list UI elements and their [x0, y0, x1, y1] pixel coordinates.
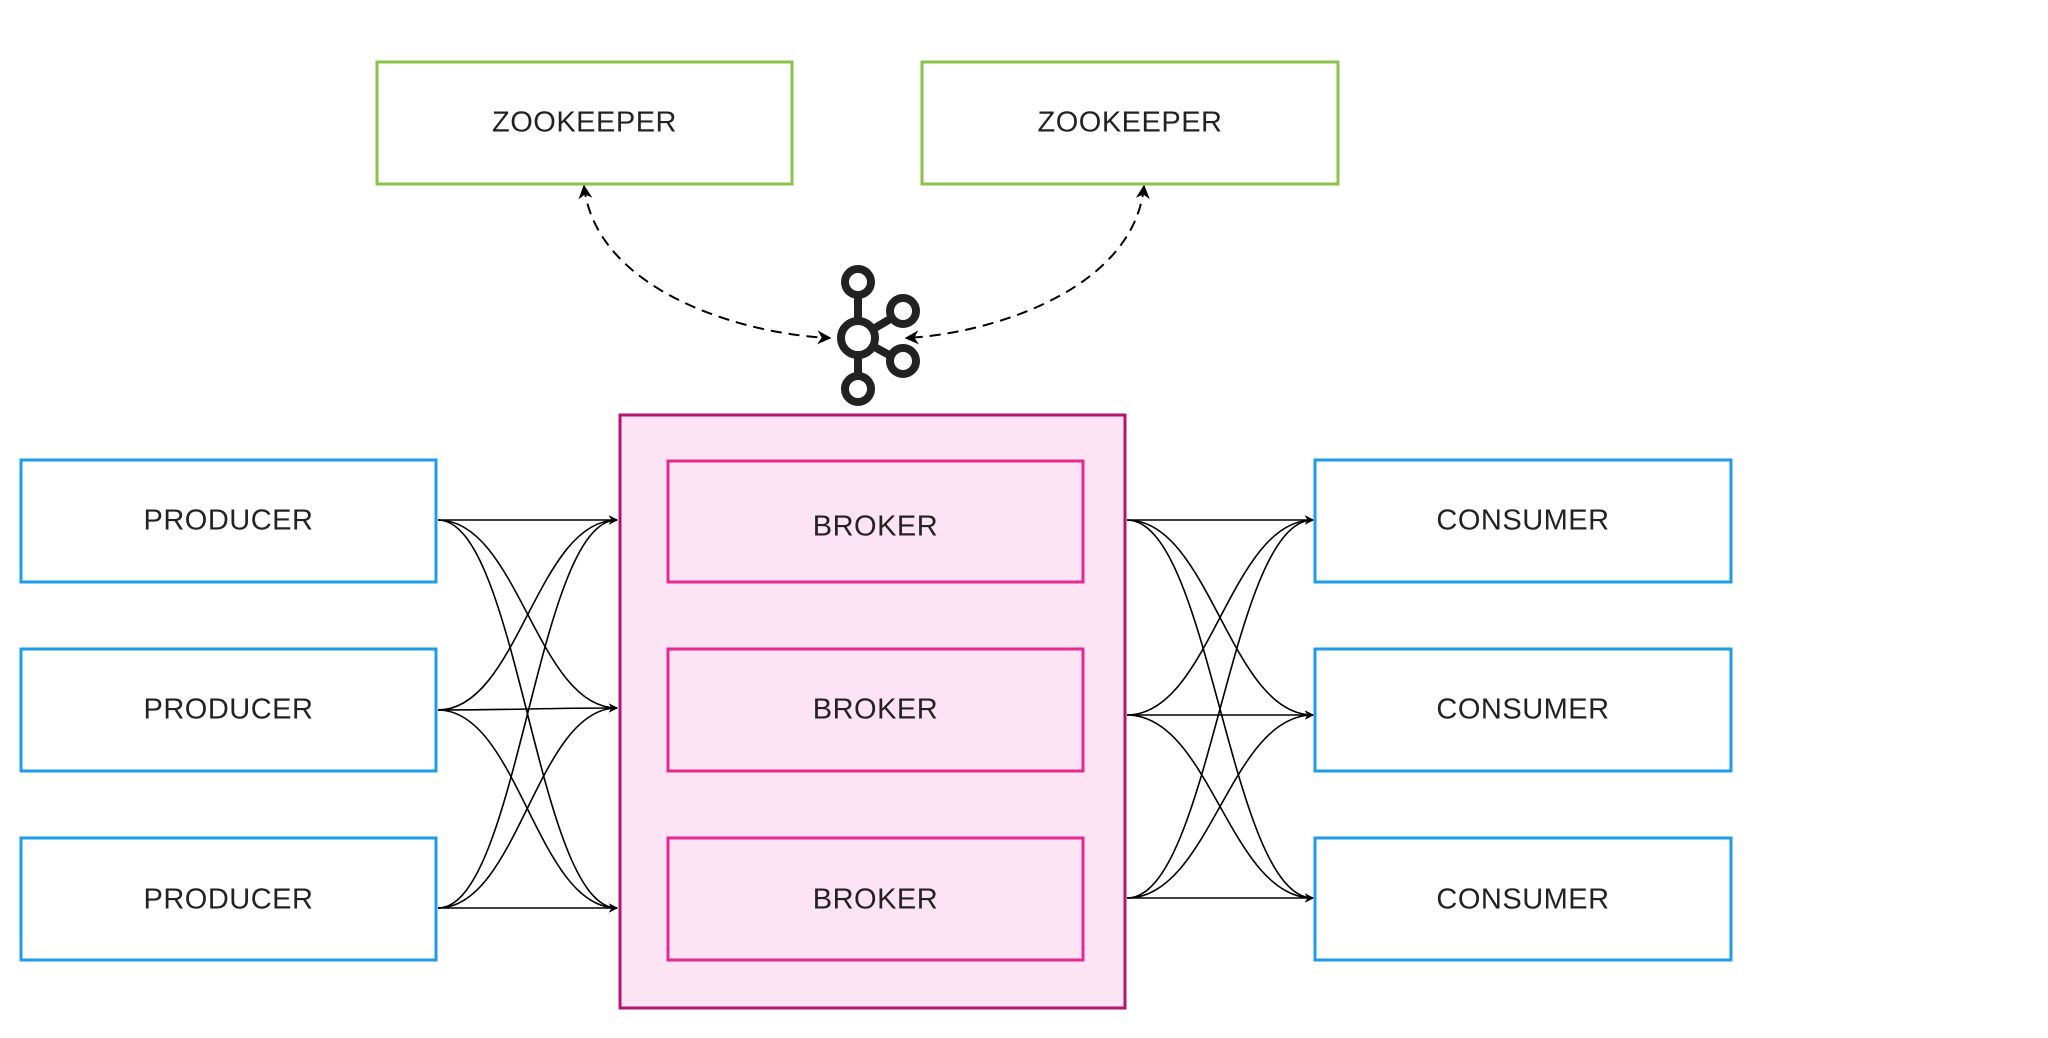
consumer-label: CONSUMER: [1436, 694, 1609, 726]
producer-to-broker-arrow: [437, 703, 618, 713]
broker-node[interactable]: BROKER: [666, 836, 1085, 962]
broker-box: [666, 647, 1085, 773]
broker-label: BROKER: [813, 511, 938, 543]
broker-node[interactable]: BROKER: [666, 459, 1085, 584]
consumer-box: [1313, 836, 1733, 962]
broker-to-consumer-arrow: [1126, 515, 1314, 716]
producer-label: PRODUCER: [144, 884, 314, 916]
broker-to-consumer-arrow: [1126, 710, 1314, 899]
producer-label: PRODUCER: [144, 505, 314, 537]
broker-label: BROKER: [813, 884, 938, 916]
producer-to-broker-arrow: [437, 703, 618, 909]
zookeeper-box: [920, 60, 1340, 186]
broker-box: [666, 459, 1085, 584]
consumer-box: [1313, 647, 1733, 773]
connector-lines: [437, 515, 1314, 913]
producer-node[interactable]: PRODUCER: [19, 647, 438, 773]
kafka-logo-icon: [837, 265, 920, 406]
zookeeper-node[interactable]: ZOOKEEPER: [920, 60, 1340, 186]
broker-to-consumer-arrow: [1126, 515, 1314, 899]
broker-box: [666, 836, 1085, 962]
zookeeper-dashed-link-left: [578, 184, 832, 345]
producer-box: [19, 836, 438, 962]
producer-label: PRODUCER: [144, 694, 314, 726]
zookeeper-label: ZOOKEEPER: [1038, 107, 1223, 139]
producer-node[interactable]: PRODUCER: [19, 836, 438, 962]
producer-node[interactable]: PRODUCER: [19, 458, 438, 584]
zookeeper-label: ZOOKEEPER: [492, 107, 677, 139]
consumer-label: CONSUMER: [1436, 884, 1609, 916]
consumer-node[interactable]: CONSUMER: [1313, 458, 1733, 584]
consumer-node[interactable]: CONSUMER: [1313, 647, 1733, 773]
producer-box: [19, 458, 438, 584]
zookeeper-dashed-link-right: [904, 184, 1150, 345]
producer-to-broker-arrow: [437, 515, 618, 909]
broker-label: BROKER: [813, 694, 938, 726]
consumer-node[interactable]: CONSUMER: [1313, 836, 1733, 962]
zookeeper-box: [375, 60, 794, 186]
producer-to-broker-arrow: [437, 515, 618, 711]
producer-box: [19, 647, 438, 773]
zookeeper-links: [578, 184, 1150, 345]
zookeeper-node[interactable]: ZOOKEEPER: [375, 60, 794, 186]
broker-node[interactable]: BROKER: [666, 647, 1085, 773]
consumer-label: CONSUMER: [1436, 505, 1609, 537]
consumer-box: [1313, 458, 1733, 584]
